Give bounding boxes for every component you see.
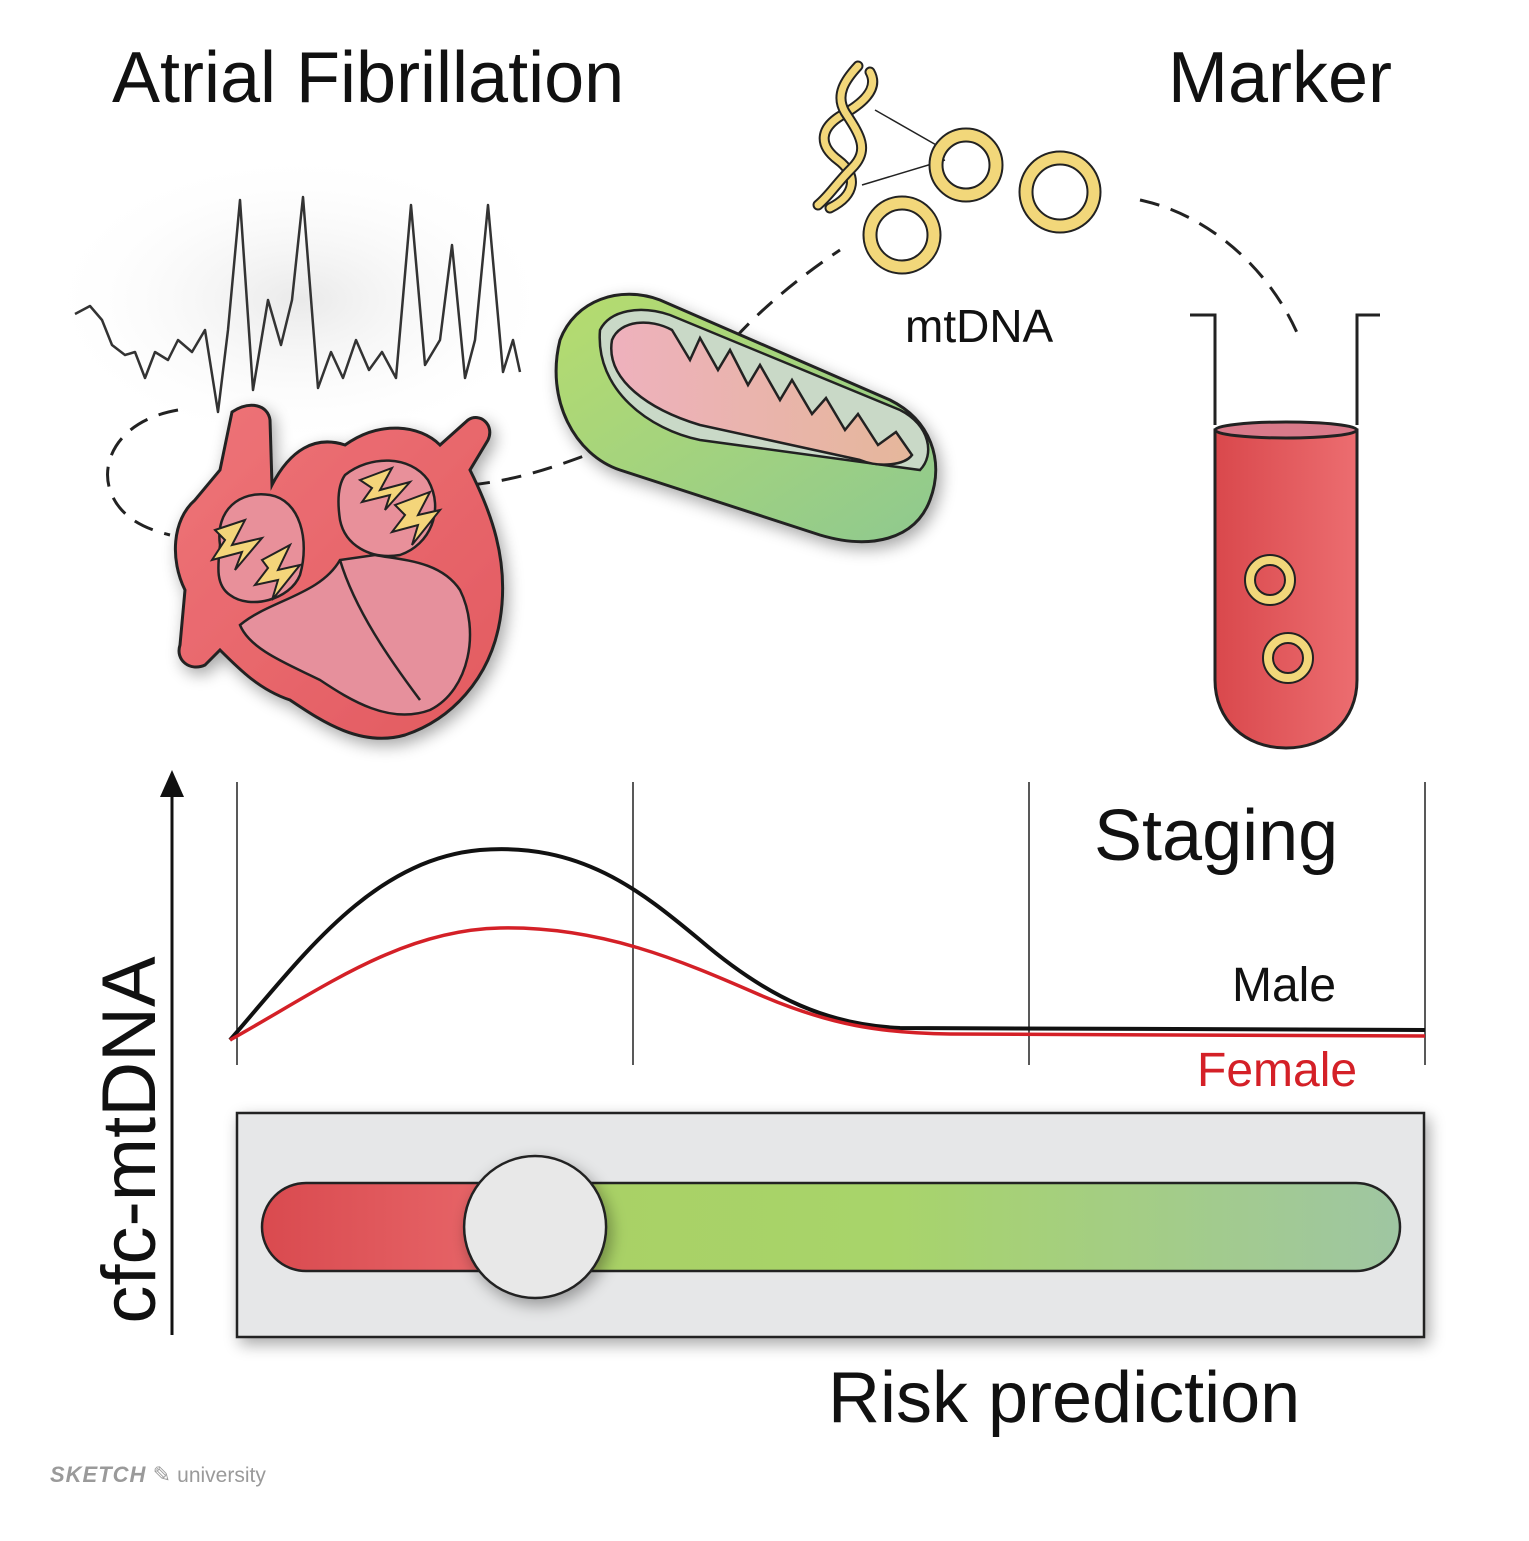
dashed-mtdna-to-tube [1139, 198, 1300, 336]
stage-dividers [236, 782, 1426, 1065]
y-axis [160, 770, 184, 1335]
curve-female [229, 926, 1426, 1042]
title-atrial-fibrillation: Atrial Fibrillation [112, 38, 625, 118]
heart-illustration [173, 403, 505, 740]
risk-slider-track[interactable] [260, 1181, 1402, 1273]
dashed-heart-to-mito [469, 448, 601, 487]
logo-brand: SKETCH [50, 1462, 147, 1487]
risk-slider-knob[interactable] [462, 1154, 608, 1300]
mtdna-helix [812, 60, 946, 214]
ecg-glow [40, 150, 560, 450]
curve-male [228, 847, 1426, 1042]
ecg-trace [74, 195, 522, 414]
staging-label: Staging [1094, 796, 1339, 876]
test-tube [1190, 313, 1380, 750]
sketch-university-logo: SKETCH ✎ university [50, 1462, 266, 1488]
title-marker: Marker [1168, 38, 1393, 118]
mitochondria-illustration [554, 292, 938, 543]
y-axis-label: cfc-mtDNA [87, 956, 172, 1324]
legend-female: Female [1197, 1044, 1358, 1097]
dashed-mito-to-mtdna [733, 248, 841, 340]
mtdna-label: mtDNA [905, 300, 1054, 352]
pencil-icon: ✎ [152, 1462, 172, 1487]
mtdna-rings [862, 127, 1102, 275]
logo-suffix: university [177, 1464, 266, 1487]
legend-male: Male [1232, 959, 1337, 1012]
dashed-loop-heart [106, 408, 179, 537]
risk-prediction-label: Risk prediction [828, 1358, 1301, 1438]
